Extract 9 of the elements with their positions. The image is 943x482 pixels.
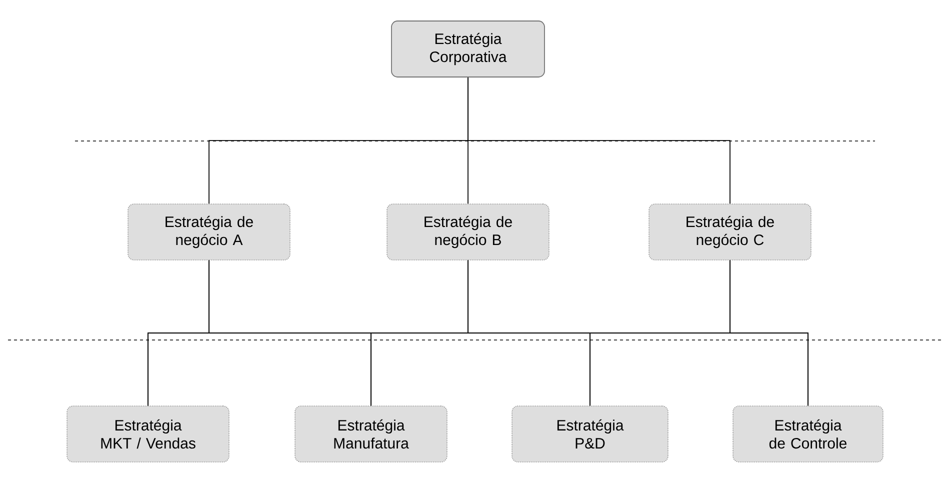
strategy-box: Estratégia P&D (512, 406, 668, 462)
strategy-box: Estratégia de Controle (732, 406, 884, 462)
strategy-box: Estratégia de negócio B (386, 204, 550, 260)
strategy-box: Estratégia de negócio C (648, 204, 812, 260)
connector-line (468, 77, 730, 204)
strategy-box: Estratégia Manufatura (294, 406, 448, 462)
strategy-box: Estratégia MKT / Vendas (66, 406, 230, 462)
strategy-box: Estratégia Corporativa (391, 20, 545, 78)
strategy-box: Estratégia de negócio A (128, 204, 290, 260)
